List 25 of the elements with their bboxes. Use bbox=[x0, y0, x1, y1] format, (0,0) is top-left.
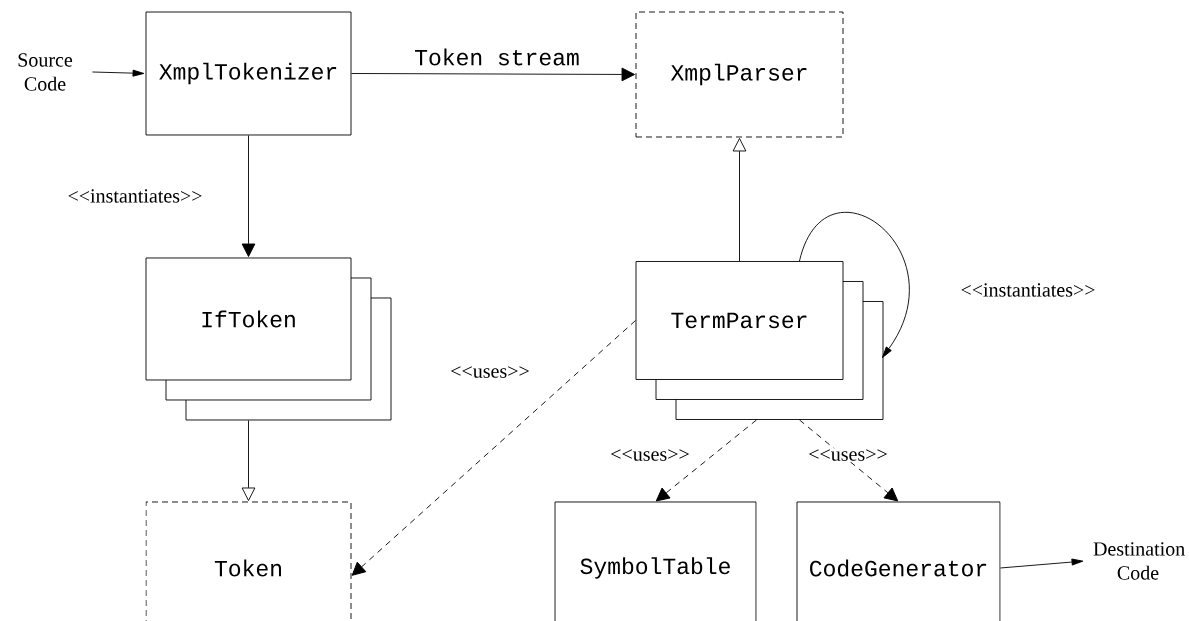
dashed-class-box: Token bbox=[145, 501, 352, 621]
edge-label: <<instantiates>> bbox=[66, 188, 204, 204]
edge-label: <<instantiates>> bbox=[959, 282, 1097, 298]
arrow bbox=[1000, 558, 1084, 569]
arrow bbox=[732, 138, 747, 262]
arrow bbox=[351, 67, 635, 82]
class-box: XmplTokenizer bbox=[145, 11, 352, 136]
arrow bbox=[351, 320, 636, 576]
edge-label: <<uses>> bbox=[807, 448, 889, 462]
arrow bbox=[241, 420, 256, 501]
arrow bbox=[92, 69, 145, 77]
text-label: Destination Code bbox=[1093, 542, 1185, 580]
arrow bbox=[655, 419, 757, 502]
arrow bbox=[241, 135, 256, 257]
edge-label: <<uses>> bbox=[609, 448, 691, 462]
edge-label: Token stream bbox=[413, 47, 581, 67]
text-label: Source Code bbox=[18, 53, 73, 91]
arrow bbox=[799, 419, 899, 502]
arrow bbox=[799, 212, 910, 358]
class-box: CodeGenerator bbox=[796, 501, 1001, 621]
stacked-class-box: IfToken bbox=[145, 257, 392, 421]
edge-label: <<uses>> bbox=[449, 365, 531, 379]
class-box: SymbolTable bbox=[554, 501, 757, 621]
dashed-class-box: XmplParser bbox=[635, 11, 844, 138]
stacked-class-box: TermParser bbox=[635, 261, 884, 420]
